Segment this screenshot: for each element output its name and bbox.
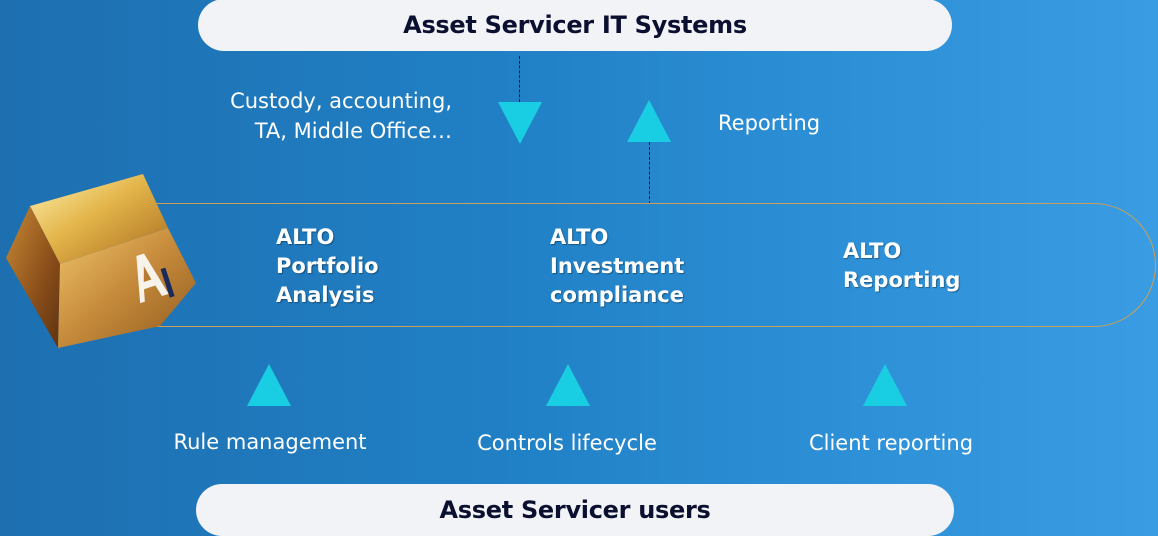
module-line: ALTO (550, 225, 609, 249)
module-reporting: ALTO Reporting (843, 237, 960, 295)
it-systems-bar: Asset Servicer IT Systems (198, 0, 952, 51)
module-portfolio-analysis: ALTO Portfolio Analysis (276, 223, 379, 310)
reporting-dashed-line (649, 142, 650, 204)
up-arrow-icon (247, 364, 291, 406)
inbound-line-1: Custody, accounting, (230, 89, 452, 113)
module-line: Analysis (276, 283, 375, 307)
inbound-data-label: Custody, accounting, TA, Middle Office… (190, 86, 452, 146)
up-arrow-icon (546, 364, 590, 406)
users-bar: Asset Servicer users (196, 484, 954, 536)
module-line: compliance (550, 283, 684, 307)
rule-management-label: Rule management (173, 430, 367, 454)
up-arrow-icon (863, 364, 907, 406)
alto-platform-band (120, 203, 1156, 327)
module-investment-compliance: ALTO Investment compliance (550, 223, 684, 310)
outbound-reporting-label: Reporting (718, 111, 821, 135)
inbound-dashed-line (519, 56, 520, 102)
module-line: Reporting (843, 268, 961, 292)
controls-lifecycle-label: Controls lifecycle (477, 431, 657, 455)
it-systems-label: Asset Servicer IT Systems (403, 11, 747, 39)
module-line: ALTO (276, 225, 335, 249)
users-label: Asset Servicer users (439, 496, 711, 524)
alto-cube-logo-icon (6, 174, 196, 348)
inbound-line-2: TA, Middle Office… (254, 119, 452, 143)
up-arrow-icon (627, 100, 671, 142)
client-reporting-label: Client reporting (808, 431, 974, 455)
module-line: Portfolio (276, 254, 379, 278)
module-line: Investment (550, 254, 685, 278)
module-line: ALTO (843, 239, 902, 263)
down-arrow-icon (498, 102, 542, 144)
